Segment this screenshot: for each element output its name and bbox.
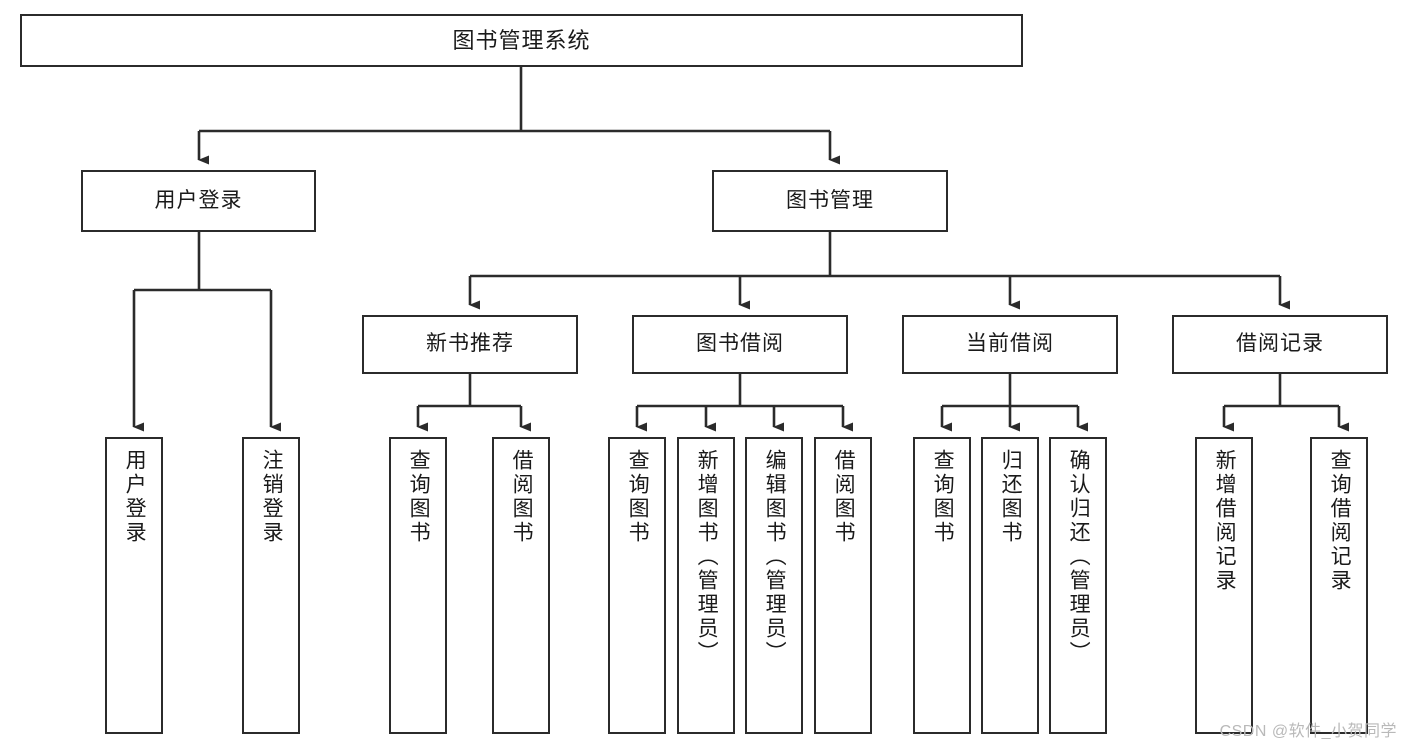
node-label: 图书管理系统 bbox=[452, 27, 591, 53]
leaf-edit-book-admin[interactable]: 编辑图书（管理员） bbox=[745, 437, 803, 734]
leaf-query-book-current[interactable]: 查询图书 bbox=[913, 437, 971, 734]
leaf-add-borrow-record[interactable]: 新增借阅记录 bbox=[1195, 437, 1253, 734]
leaf-add-book-admin[interactable]: 新增图书（管理员） bbox=[677, 437, 735, 734]
leaf-query-book-new-recommend[interactable]: 查询图书 bbox=[389, 437, 447, 734]
node-label: 查询图书 bbox=[407, 449, 431, 545]
leaf-borrow-book-new-recommend[interactable]: 借阅图书 bbox=[492, 437, 550, 734]
node-root-book-management-system[interactable]: 图书管理系统 bbox=[20, 14, 1023, 67]
node-label: 借阅图书 bbox=[510, 449, 534, 545]
leaf-borrow-book-borrow[interactable]: 借阅图书 bbox=[814, 437, 872, 734]
node-label: 查询图书 bbox=[626, 449, 650, 545]
node-label: 当前借阅 bbox=[966, 332, 1054, 356]
node-label: 图书管理 bbox=[786, 188, 874, 212]
node-current-borrow[interactable]: 当前借阅 bbox=[902, 315, 1118, 374]
node-new-book-recommend[interactable]: 新书推荐 bbox=[362, 315, 578, 374]
leaf-confirm-return-admin[interactable]: 确认归还（管理员） bbox=[1049, 437, 1107, 734]
node-label: 编辑图书（管理员） bbox=[763, 449, 787, 665]
node-book-borrow[interactable]: 图书借阅 bbox=[632, 315, 848, 374]
node-borrow-record[interactable]: 借阅记录 bbox=[1172, 315, 1388, 374]
node-label: 查询图书 bbox=[931, 449, 955, 545]
node-label: 图书借阅 bbox=[696, 332, 784, 356]
leaf-logout[interactable]: 注销登录 bbox=[242, 437, 300, 734]
node-book-manage[interactable]: 图书管理 bbox=[712, 170, 948, 232]
node-label: 确认归还（管理员） bbox=[1067, 449, 1091, 665]
node-label: 新增借阅记录 bbox=[1213, 449, 1237, 593]
node-label: 查询借阅记录 bbox=[1328, 449, 1352, 593]
node-label: 借阅图书 bbox=[832, 449, 856, 545]
node-label: 新书推荐 bbox=[426, 332, 514, 356]
node-label: 用户登录 bbox=[154, 188, 243, 212]
watermark: CSDN @软件_小贺同学 bbox=[1219, 723, 1397, 740]
node-label: 归还图书 bbox=[999, 449, 1023, 545]
node-label: 新增图书（管理员） bbox=[695, 449, 719, 665]
node-label: 借阅记录 bbox=[1236, 332, 1324, 356]
node-label: 注销登录 bbox=[260, 449, 284, 545]
node-label: 用户登录 bbox=[123, 449, 147, 545]
leaf-user-login[interactable]: 用户登录 bbox=[105, 437, 163, 734]
leaf-query-borrow-record[interactable]: 查询借阅记录 bbox=[1310, 437, 1368, 734]
node-user-login[interactable]: 用户登录 bbox=[81, 170, 316, 232]
leaf-return-book[interactable]: 归还图书 bbox=[981, 437, 1039, 734]
leaf-query-book-borrow[interactable]: 查询图书 bbox=[608, 437, 666, 734]
